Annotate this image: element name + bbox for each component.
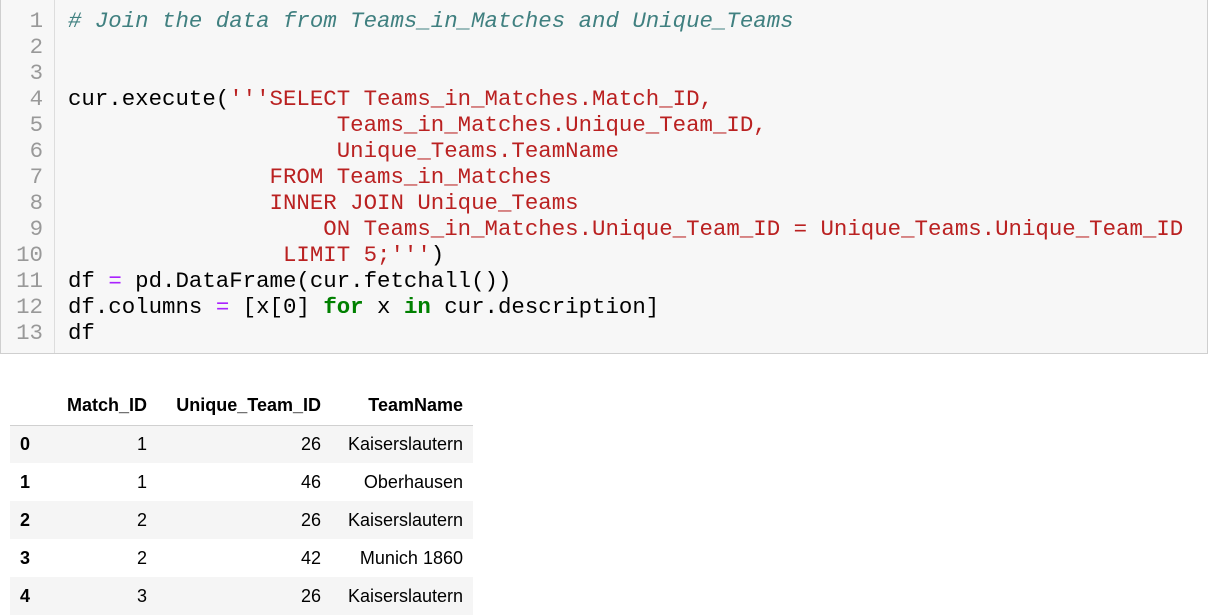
cell-unique-team-id: 26 <box>300 509 321 530</box>
row-index: 3 <box>20 547 31 568</box>
cell-match-id: 3 <box>136 585 147 606</box>
code-line[interactable]: 13 df <box>1 320 1207 346</box>
code-text[interactable]: df <box>68 320 95 346</box>
code-token: # Join the data from Teams_in_Matches an… <box>68 8 794 34</box>
cell-teamname: Kaiserslautern <box>347 433 463 454</box>
line-number: 6 <box>29 138 43 164</box>
table-row: 1 1 46 Oberhausen <box>10 463 473 501</box>
code-text[interactable]: ON Teams_in_Matches.Unique_Team_ID = Uni… <box>68 216 1183 242</box>
index-header <box>10 387 50 426</box>
code-token: = <box>215 294 230 320</box>
code-token: x <box>363 294 404 320</box>
code-token: cur.execute( <box>68 86 230 112</box>
line-number: 12 <box>16 294 43 320</box>
code-token: pd.DataFrame(cur.fetchall()) <box>121 268 512 294</box>
code-token: Unique_Teams.TeamName <box>68 138 619 164</box>
cell-teamname: Oberhausen <box>363 471 463 492</box>
row-index: 1 <box>20 471 31 492</box>
line-number: 4 <box>29 86 43 112</box>
code-line[interactable]: 6 Unique_Teams.TeamName <box>1 138 1207 164</box>
code-token: 0 <box>283 294 297 320</box>
code-token: cur.description] <box>430 294 660 320</box>
code-text[interactable]: LIMIT 5;''') <box>68 242 444 268</box>
table-row: 0 1 26 Kaiserslautern <box>10 425 473 463</box>
table-row: 2 2 26 Kaiserslautern <box>10 501 473 539</box>
code-token: df.columns <box>68 294 216 320</box>
table-header-row: Match_ID Unique_Team_ID TeamName <box>10 387 473 426</box>
code-token: df <box>68 320 95 346</box>
line-number: 10 <box>16 242 43 268</box>
code-line[interactable]: 10 LIMIT 5;''') <box>1 242 1207 268</box>
line-number: 5 <box>29 112 43 138</box>
code-token: '''SELECT Teams_in_Matches.Match_ID, <box>229 86 713 112</box>
code-cell[interactable]: 1 # Join the data from Teams_in_Matches a… <box>0 0 1208 354</box>
code-token: INNER JOIN Unique_Teams <box>68 190 579 216</box>
cell-unique-team-id: 26 <box>300 433 321 454</box>
cell-unique-team-id: 26 <box>300 585 321 606</box>
code-text[interactable]: df = pd.DataFrame(cur.fetchall()) <box>68 268 511 294</box>
row-index: 2 <box>20 509 31 530</box>
cell-teamname: Kaiserslautern <box>347 509 463 530</box>
cell-teamname: Munich 1860 <box>359 547 463 568</box>
code-line[interactable]: 12 df.columns = [x[0] for x in cur.descri… <box>1 294 1207 320</box>
cell-match-id: 2 <box>136 509 147 530</box>
code-token: ON Teams_in_Matches.Unique_Team_ID = Uni… <box>68 216 1184 242</box>
line-number: 8 <box>29 190 43 216</box>
code-text[interactable]: FROM Teams_in_Matches <box>68 164 552 190</box>
line-number: 13 <box>16 320 43 346</box>
code-token: ) <box>430 242 445 268</box>
cell-match-id: 1 <box>136 471 147 492</box>
line-number: 3 <box>29 60 43 86</box>
table-row: 3 2 42 Munich 1860 <box>10 539 473 577</box>
code-line[interactable]: 4 cur.execute('''SELECT Teams_in_Matches.… <box>1 86 1207 112</box>
line-number-gutter <box>1 0 55 353</box>
code-line[interactable]: 9 ON Teams_in_Matches.Unique_Team_ID = U… <box>1 216 1207 242</box>
code-token: = <box>108 268 122 294</box>
code-text[interactable]: cur.execute('''SELECT Teams_in_Matches.M… <box>68 86 713 112</box>
code-token: Teams_in_Matches.Unique_Team_ID, <box>68 112 767 138</box>
code-line[interactable]: 11 df = pd.DataFrame(cur.fetchall()) <box>1 268 1207 294</box>
row-index: 0 <box>20 433 31 454</box>
code-line[interactable]: 5 Teams_in_Matches.Unique_Team_ID, <box>1 112 1207 138</box>
code-text[interactable]: df.columns = [x[0] for x in cur.descript… <box>68 294 659 320</box>
cell-unique-team-id: 42 <box>300 547 321 568</box>
cell-match-id: 1 <box>136 433 147 454</box>
dataframe-output-table: Match_ID Unique_Team_ID TeamName 0 1 26 … <box>10 387 473 615</box>
cell-match-id: 2 <box>136 547 147 568</box>
line-number: 1 <box>29 8 43 34</box>
code-token: for <box>323 294 364 320</box>
code-token: [x[ <box>229 294 283 320</box>
code-token: FROM Teams_in_Matches <box>68 164 552 190</box>
column-header-unique-team-id: Unique_Team_ID <box>157 387 331 426</box>
code-text[interactable]: Unique_Teams.TeamName <box>68 138 619 164</box>
line-number: 9 <box>29 216 43 242</box>
code-token: ] <box>296 294 324 320</box>
column-header-teamname: TeamName <box>331 387 473 426</box>
code-text[interactable]: INNER JOIN Unique_Teams <box>68 190 579 216</box>
cell-unique-team-id: 46 <box>300 471 321 492</box>
code-text[interactable]: # Join the data from Teams_in_Matches an… <box>68 8 794 34</box>
row-index: 4 <box>20 585 31 606</box>
line-number: 11 <box>16 268 43 294</box>
code-text[interactable]: Teams_in_Matches.Unique_Team_ID, <box>68 112 767 138</box>
table-row: 4 3 26 Kaiserslautern <box>10 577 473 615</box>
code-token: df <box>68 268 109 294</box>
cell-teamname: Kaiserslautern <box>347 585 463 606</box>
code-token: in <box>403 294 431 320</box>
code-line[interactable]: 8 INNER JOIN Unique_Teams <box>1 190 1207 216</box>
code-line[interactable]: 1 # Join the data from Teams_in_Matches a… <box>1 8 1207 34</box>
code-line[interactable]: 7 FROM Teams_in_Matches <box>1 164 1207 190</box>
column-header-match-id: Match_ID <box>50 387 157 426</box>
code-token: LIMIT 5;''' <box>68 242 431 268</box>
line-number: 2 <box>29 34 43 60</box>
code-line[interactable]: 2 <box>1 34 1207 60</box>
code-line[interactable]: 3 <box>1 60 1207 86</box>
line-number: 7 <box>29 164 43 190</box>
